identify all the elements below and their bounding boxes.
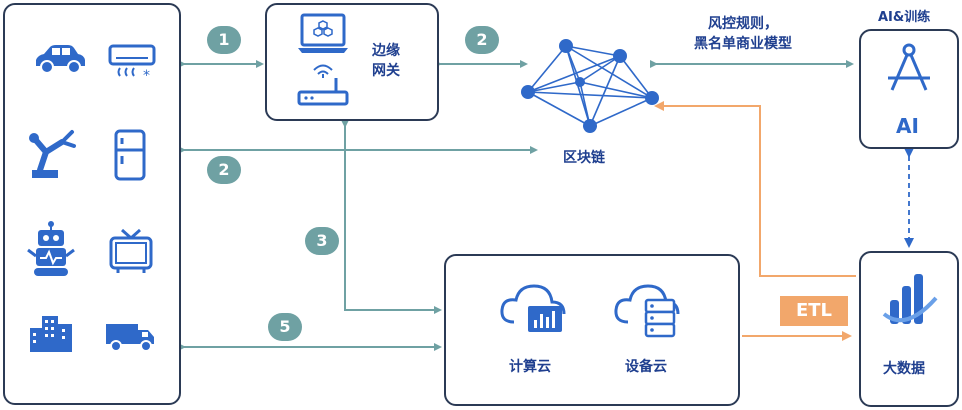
ai-box (859, 29, 959, 149)
svg-text:*: * (143, 68, 150, 84)
cloud-box (444, 254, 740, 406)
device-cloud-label: 设备云 (625, 359, 667, 375)
robot-arm-icon (29, 130, 76, 178)
air-conditioner-icon: * (108, 44, 156, 84)
buildings-icon (30, 316, 72, 352)
big-data-box (859, 251, 959, 407)
compute-cloud-label: 计算云 (509, 359, 551, 375)
router-icon (297, 64, 349, 106)
ai-triangle-icon (888, 43, 930, 91)
car-icon (36, 45, 85, 74)
arrow-bigdata-blockchain (654, 101, 856, 277)
server-cloud-icon (614, 284, 680, 338)
step-badge-5: 5 (268, 313, 302, 341)
step-badge-3: 3 (305, 227, 339, 255)
robot-icon (27, 221, 75, 276)
network-icon (521, 39, 659, 133)
step-badge-1: 1 (207, 26, 241, 54)
big-data-label: 大数据 (883, 361, 925, 377)
truck-icon (106, 324, 154, 352)
edge-gateway-label-line2: 网关 (372, 63, 400, 79)
edge-gateway-label-line1: 边缘 (372, 43, 400, 59)
step-badge-2-gateway: 2 (465, 26, 499, 54)
tv-icon (109, 228, 153, 273)
risk-rules-label-line1: 风控规则， (708, 16, 778, 32)
refrigerator-icon (114, 129, 146, 181)
ai-label: AI (896, 114, 919, 138)
risk-rules-label-line2: 黑名单商业模型 (694, 36, 792, 52)
ai-training-title: AI&训练 (878, 10, 931, 25)
bar-data-icon (882, 274, 938, 324)
blockchain-label: 区块链 (563, 150, 605, 166)
chart-cloud-icon (500, 284, 566, 332)
edge-gateway-box (265, 3, 439, 121)
arrow-gateway-cloud (341, 120, 442, 314)
step-badge-2-devices: 2 (207, 156, 241, 184)
laptop-icon (298, 13, 348, 53)
etl-tag: ETL (780, 296, 848, 326)
